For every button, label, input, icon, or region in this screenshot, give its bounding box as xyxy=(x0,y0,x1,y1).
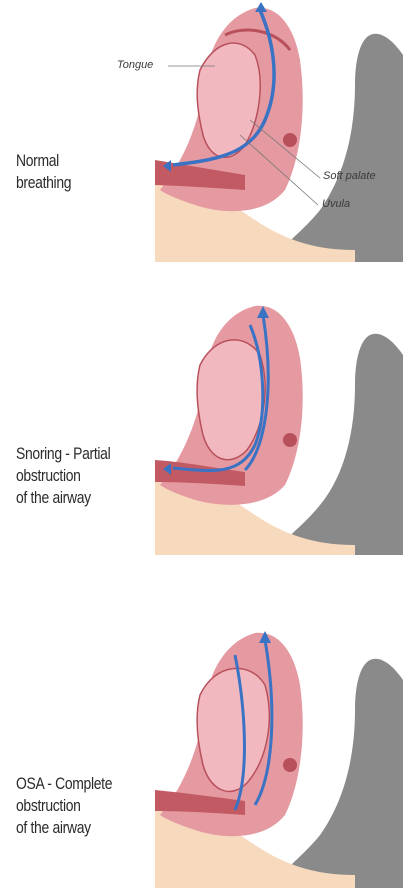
panel-snoring: Snoring - Partial obstruction of the air… xyxy=(0,300,403,555)
panel-normal-breathing: Normal breathing Tongue Soft palate Uvul… xyxy=(0,0,403,262)
panel-osa: OSA - Complete obstruction of the airway xyxy=(0,625,403,888)
caption-snoring: Snoring - Partial obstruction of the air… xyxy=(16,443,110,509)
caption-line: of the airway xyxy=(16,487,110,509)
airway-illustration-snoring xyxy=(155,300,403,555)
caption-line: Snoring - Partial xyxy=(16,443,110,465)
caption-line: obstruction xyxy=(16,465,110,487)
label-uvula: Uvula xyxy=(322,198,350,210)
caption-line: Normal xyxy=(16,150,71,172)
caption-normal-breathing: Normal breathing xyxy=(16,150,71,194)
caption-line: breathing xyxy=(16,172,71,194)
label-soft-palate: Soft palate xyxy=(323,170,376,182)
small-tissue-node xyxy=(283,758,297,772)
caption-osa: OSA - Complete obstruction of the airway xyxy=(16,773,112,839)
caption-line: obstruction xyxy=(16,795,112,817)
small-tissue-node xyxy=(283,133,297,147)
airflow-arrowhead-top xyxy=(255,2,267,12)
airway-illustration-osa xyxy=(155,625,403,888)
small-tissue-node xyxy=(283,433,297,447)
caption-line: OSA - Complete xyxy=(16,773,112,795)
label-tongue: Tongue xyxy=(117,59,153,71)
caption-line: of the airway xyxy=(16,817,112,839)
airway-illustration-normal xyxy=(155,0,403,262)
